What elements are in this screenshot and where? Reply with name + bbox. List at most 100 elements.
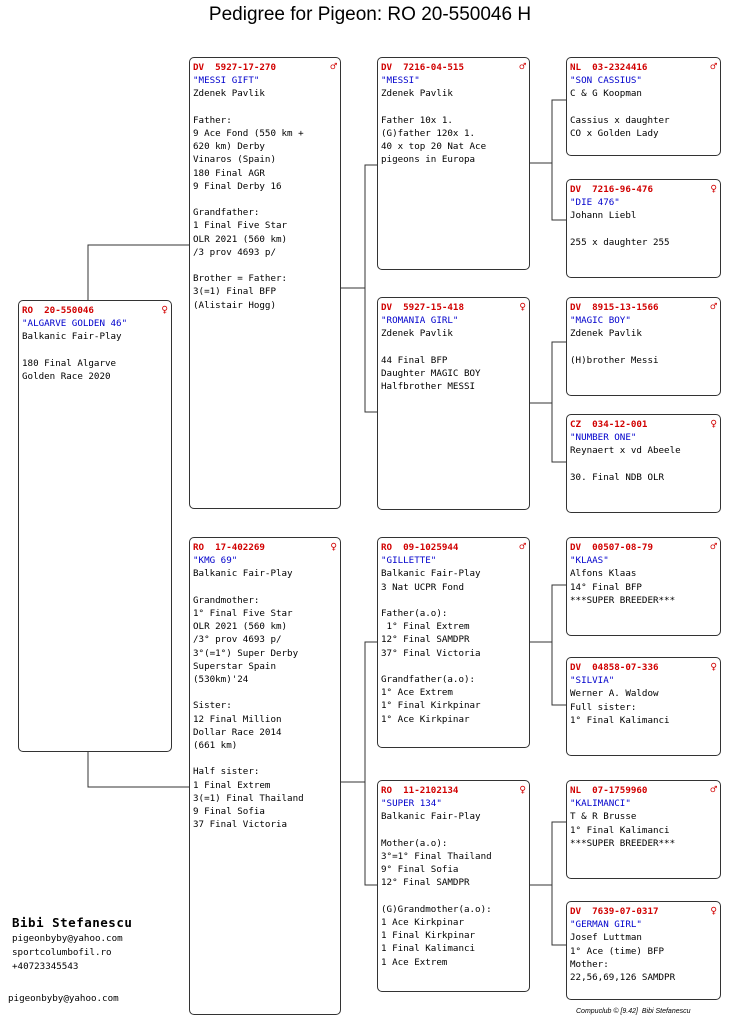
ring-number: RO 09-1025944: [381, 542, 459, 553]
info-line: ***SUPER BREEDER***: [570, 594, 676, 606]
pigeon-name: "MESSI GIFT": [193, 75, 260, 87]
info-line: 1° Final Extrem: [381, 621, 470, 633]
info-line: 3°=1° Final Thailand: [381, 851, 492, 862]
female-icon: ♀: [330, 540, 337, 553]
info-line: OLR 2021 (560 km): [193, 233, 288, 245]
info-line: (G)father 120x 1.: [381, 128, 476, 139]
info-line: Mother:: [570, 958, 609, 970]
info-line: T & R Brusse: [570, 811, 637, 823]
info-line: Zdenek Pavlik: [193, 88, 265, 100]
info-line: Werner A. Waldow: [570, 688, 659, 700]
info-line: 180 Final AGR: [193, 167, 265, 179]
info-line: [570, 223, 717, 236]
info-line: Daughter MAGIC BOY: [381, 368, 481, 379]
pigeon-card-dam[interactable]: RO 17-402269♀ "KMG 69" Balkanic Fair-Pla…: [189, 537, 341, 1015]
info-line: 620 km) Derby: [193, 141, 265, 153]
info-line: Mother(a.o):: [381, 837, 448, 849]
info-line: 12° Final SAMDPR: [381, 634, 470, 646]
info-line: [381, 824, 526, 837]
pigeon-card-sire-dam[interactable]: DV 5927-15-418♀ "ROMANIA GIRL" Zdenek Pa…: [377, 297, 530, 510]
bottom-email[interactable]: pigeonbyby@yahoo.com: [8, 993, 119, 1004]
male-icon: ♂: [519, 540, 526, 553]
info-line: 1 Final Kalimanci: [381, 943, 476, 955]
ring-number: DV 5927-17-270: [193, 62, 276, 73]
info-line: 3 Nat UCPR Fond: [381, 581, 464, 593]
pigeon-card-gen3-5[interactable]: DV 00507-08-79♂ "KLAAS" Alfons Klaas 14°…: [566, 537, 721, 636]
pigeon-card-sire[interactable]: DV 5927-17-270♂ "MESSI GIFT" Zdenek Pavl…: [189, 57, 341, 509]
info-line: (Alistair Hogg): [193, 299, 276, 311]
info-line: (G)Grandmother(a.o):: [381, 903, 492, 915]
ring-number: DV 00507-08-79: [570, 542, 653, 553]
info-line: [22, 344, 168, 357]
info-line: 1 Final Five Star: [193, 220, 288, 232]
info-line: Zdenek Pavlik: [381, 328, 453, 340]
owner-email[interactable]: pigeonbyby@yahoo.com: [12, 933, 123, 944]
info-line: [570, 458, 717, 471]
ring-number: DV 5927-15-418: [381, 302, 464, 313]
info-line: 3°(=1°) Super Derby: [193, 647, 299, 659]
info-line: 37° Final Victoria: [381, 647, 481, 659]
owner-name: Bibi Stefanescu: [12, 915, 133, 930]
info-line: [570, 341, 717, 354]
info-line: Reynaert x vd Abeele: [570, 445, 681, 457]
info-line: ***SUPER BREEDER***: [570, 837, 676, 849]
info-line: Balkanic Fair-Play: [193, 568, 293, 580]
info-line: /3° prov 4693 p/: [193, 634, 282, 646]
female-icon: ♀: [519, 783, 526, 796]
pigeon-card-gen3-1[interactable]: NL 03-2324416♂ "SON CASSIUS" C & G Koopm…: [566, 57, 721, 156]
info-line: [193, 581, 337, 594]
male-icon: ♂: [710, 783, 717, 796]
info-line: Father:: [193, 114, 232, 126]
info-line: 1 Final Extrem: [193, 779, 271, 791]
pigeon-card-gen3-2[interactable]: DV 7216-96-476♀ "DIE 476" Johann Liebl 2…: [566, 179, 721, 278]
info-line: Golden Race 2020: [22, 371, 111, 382]
owner-phone: +40723345543: [12, 961, 79, 972]
info-line: Superstar Spain: [193, 660, 276, 672]
owner-info: Bibi Stefanescu pigeonbyby@yahoo.com spo…: [12, 914, 132, 974]
female-icon: ♀: [710, 904, 717, 917]
pigeon-card-sire-sire[interactable]: DV 7216-04-515♂ "MESSI" Zdenek Pavlik Fa…: [377, 57, 530, 270]
pigeon-card-gen3-3[interactable]: DV 8915-13-1566♂ "MAGIC BOY" Zdenek Pavl…: [566, 297, 721, 396]
info-line: Father(a.o):: [381, 608, 448, 619]
pigeon-card-root[interactable]: RO 20-550046♀ "ALGARVE GOLDEN 46" Balkan…: [18, 300, 172, 752]
info-line: 37 Final Victoria: [193, 819, 288, 831]
pigeon-card-gen3-7[interactable]: NL 07-1759960♂ "KALIMANCI" T & R Brusse …: [566, 780, 721, 879]
info-line: [381, 101, 526, 114]
info-line: pigeons in Europa: [381, 154, 476, 166]
info-line: [193, 259, 337, 272]
pigeon-card-dam-dam[interactable]: RO 11-2102134♀ "SUPER 134" Balkanic Fair…: [377, 780, 530, 992]
owner-website[interactable]: sportcolumbofil.ro: [12, 947, 112, 958]
info-line: Father 10x 1.: [381, 114, 453, 126]
info-line: Full sister:: [570, 701, 637, 713]
pigeon-card-gen3-8[interactable]: DV 7639-07-0317♀ "GERMAN GIRL" Josef Lut…: [566, 901, 721, 1000]
pigeon-card-gen3-6[interactable]: DV 04858-07-336♀ "SILVIA" Werner A. Wald…: [566, 657, 721, 756]
pigeon-name: "KLAAS": [570, 555, 609, 567]
info-line: 1° Final Kalimanci: [570, 714, 670, 726]
info-line: Vinaros (Spain): [193, 154, 276, 166]
info-line: Balkanic Fair-Play: [22, 331, 122, 343]
female-icon: ♀: [710, 660, 717, 673]
info-line: [381, 660, 526, 673]
info-line: Grandfather:: [193, 207, 260, 219]
info-line: Brother = Father:: [193, 273, 288, 285]
ring-number: RO 11-2102134: [381, 785, 459, 796]
pigeon-name: "MAGIC BOY": [570, 315, 631, 327]
info-line: [381, 594, 526, 607]
ring-number: RO 17-402269: [193, 542, 265, 553]
female-icon: ♀: [710, 182, 717, 195]
info-line: 180 Final Algarve: [22, 357, 117, 369]
pigeon-card-gen3-4[interactable]: CZ 034-12-001♀ "NUMBER ONE" Reynaert x v…: [566, 414, 721, 513]
pigeon-name: "ROMANIA GIRL": [381, 315, 459, 327]
ring-number: DV 04858-07-336: [570, 662, 659, 673]
ring-number: CZ 034-12-001: [570, 419, 648, 430]
info-line: /3 prov 4693 p/: [193, 246, 276, 258]
info-line: 1 Ace Kirkpinar: [381, 917, 464, 928]
pigeon-card-dam-sire[interactable]: RO 09-1025944♂ "GILLETTE" Balkanic Fair-…: [377, 537, 530, 748]
ring-number: NL 07-1759960: [570, 785, 648, 796]
info-line: [193, 193, 337, 206]
info-line: OLR 2021 (560 km): [193, 621, 288, 633]
ring-number: DV 7216-04-515: [381, 62, 464, 73]
ring-number: DV 7216-96-476: [570, 184, 653, 195]
info-line: 1° Ace (time) BFP: [570, 945, 665, 957]
